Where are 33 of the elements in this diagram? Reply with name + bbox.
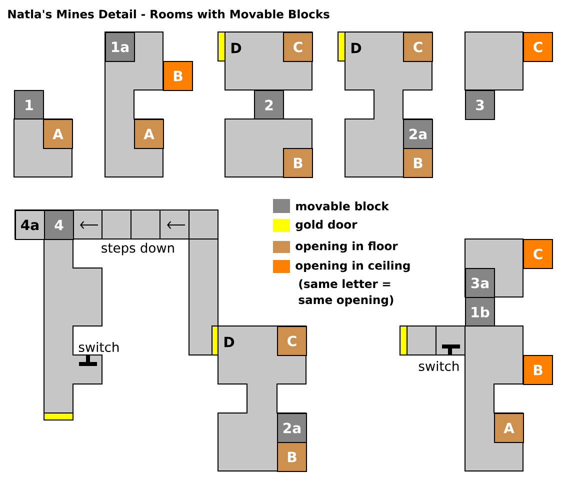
legend-label: gold door [296, 220, 358, 232]
movable-block: 1b [465, 297, 495, 327]
floor-opening: A [43, 119, 73, 149]
legend-label: movable block [296, 202, 390, 210]
title: Natla's Mines Detail - Rooms with Movable Blocks [8, 10, 330, 18]
legend-label: opening in ceiling [296, 260, 410, 272]
ceiling-opening: B [163, 61, 193, 91]
ceiling-opening: B [523, 355, 553, 385]
movable-block: 3 [465, 90, 495, 120]
room-floor [464, 32, 524, 90]
movable-block: 2a [403, 119, 433, 149]
annotation: switch [78, 342, 119, 352]
legend-label: opening in floor [296, 241, 398, 253]
movable-block: 1 [14, 90, 44, 120]
floor-opening: A [134, 119, 164, 149]
floor-opening: A [494, 413, 524, 443]
annotation: switch [418, 360, 459, 372]
movable-block: 4 [44, 210, 74, 240]
floor-tile: 4a [15, 210, 45, 240]
ceiling-opening: C [523, 32, 553, 62]
movable-block: 3a [465, 268, 495, 298]
floor-opening: C [283, 32, 313, 62]
movable-block: 2 [254, 90, 284, 120]
floor-opening: C [403, 32, 433, 62]
floor-opening: B [283, 148, 313, 178]
movable-block: 2a [277, 413, 307, 443]
legend-note: (same letter = same opening) [298, 279, 394, 306]
floor-opening: C [277, 326, 307, 356]
ceiling-opening: C [523, 239, 553, 269]
floor-opening: B [403, 148, 433, 178]
floor-opening: B [277, 442, 307, 472]
annotation: steps down [102, 242, 174, 256]
movable-block: 1a [105, 32, 135, 62]
